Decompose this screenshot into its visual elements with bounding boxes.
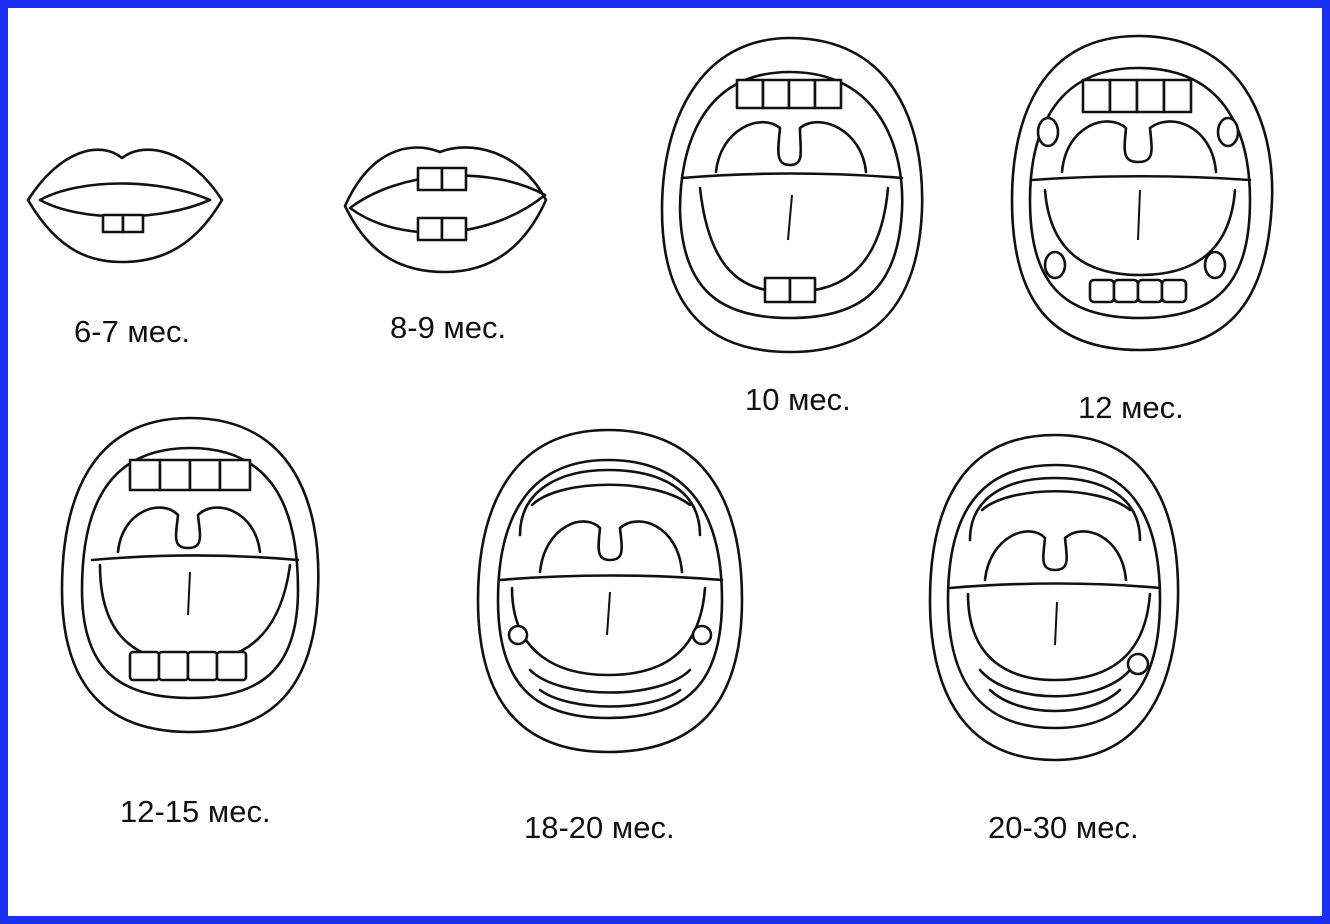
label-6-7: 6-7 мес. [74, 314, 190, 349]
mouth-12-months [1012, 36, 1272, 350]
mouth-6-7-months [28, 150, 222, 262]
label-8-9: 8-9 мес. [390, 310, 506, 345]
label-12-15: 12-15 мес. [120, 794, 271, 829]
mouth-18-20-months [478, 430, 742, 752]
mouth-10-months [662, 38, 922, 352]
label-10: 10 мес. [745, 382, 851, 417]
mouth-12-15-months [62, 418, 318, 732]
mouth-8-9-months [345, 147, 546, 272]
mouth-20-30-months [930, 435, 1178, 760]
label-12: 12 мес. [1078, 390, 1184, 425]
label-20-30: 20-30 мес. [988, 810, 1139, 845]
label-18-20: 18-20 мес. [524, 810, 675, 845]
